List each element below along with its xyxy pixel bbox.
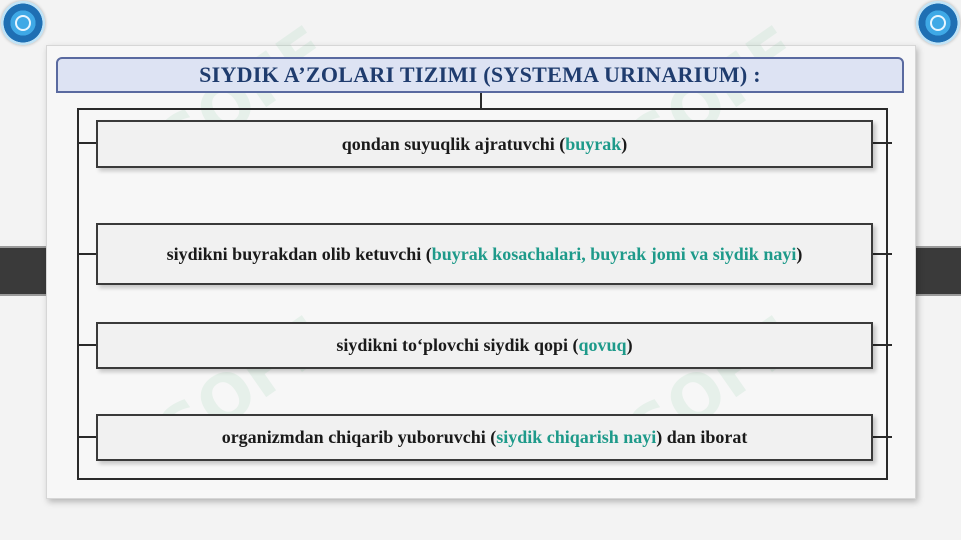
row-text: siydikni buyrakdan olib ketuvchi (: [166, 243, 432, 264]
row-highlight: qovuq: [578, 335, 627, 355]
connector-tick: [873, 344, 892, 346]
row-text: ): [621, 133, 628, 154]
row-text: organizmdan chiqarib yuboruvchi (: [221, 427, 497, 447]
connector-line: [480, 93, 482, 108]
row-highlight: siydik chiqarish nayi: [496, 427, 657, 447]
page-title: SIYDIK A’ZOLARI TIZIMI (SYSTEMA URINARIU…: [199, 62, 761, 87]
connector-tick: [77, 436, 96, 438]
logo-icon: [916, 1, 960, 45]
row-text: ): [626, 335, 633, 355]
connector-tick: [873, 436, 892, 438]
row-text: siydikni to‘plovchi siydik qopi (: [336, 335, 579, 355]
row-text: qondan suyuqlik ajratuvchi (: [341, 133, 566, 154]
title-bar: SIYDIK A’ZOLARI TIZIMI (SYSTEMA URINARIU…: [56, 57, 904, 93]
row-text: ): [796, 243, 803, 264]
connector-tick: [77, 344, 96, 346]
row-highlight: buyrak kosachalari, buyrak jomi va siydi…: [431, 243, 797, 264]
list-item: organizmdan chiqarib yuboruvchi (siydik …: [96, 414, 873, 461]
row-text: ) dan iborat: [656, 427, 748, 447]
list-item: siydikni buyrakdan olib ketuvchi (buyrak…: [96, 223, 873, 285]
connector-tick: [77, 142, 96, 144]
connector-tick: [873, 253, 892, 255]
list-item: qondan suyuqlik ajratuvchi (buyrak): [96, 120, 873, 168]
row-highlight: buyrak: [565, 133, 622, 154]
diagram-frame: [77, 108, 888, 480]
list-item: siydikni to‘plovchi siydik qopi (qovuq): [96, 322, 873, 369]
connector-tick: [873, 142, 892, 144]
connector-tick: [77, 253, 96, 255]
logo-icon: [1, 1, 45, 45]
